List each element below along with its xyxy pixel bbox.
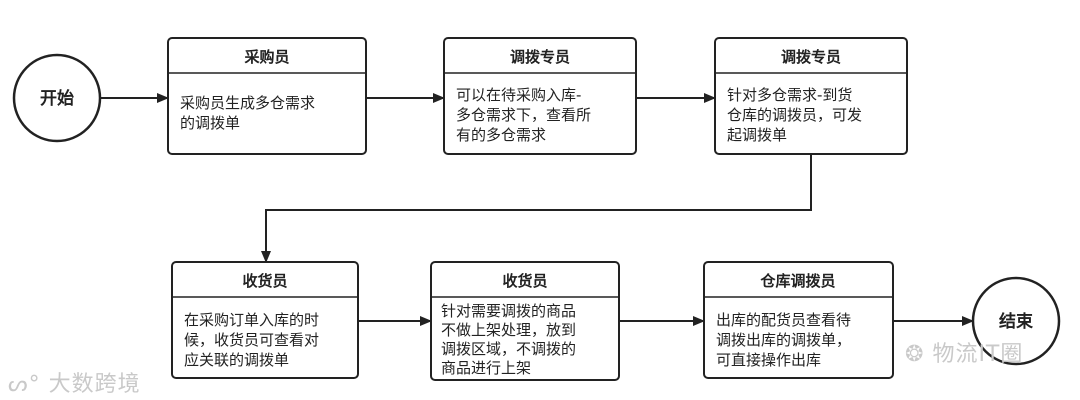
box-text-line: 出库的配货员查看待 [716,311,851,329]
watermark-left: ᔕ° 大数跨境 [8,366,141,398]
box-text-line: 应关联的调拨单 [184,351,289,369]
box-title: 调拨专员 [510,48,570,66]
box-text-line: 可直接操作出库 [716,351,821,369]
start-node: 开始 [12,53,102,143]
process-box-receiver-2: 收货员 针对需要调拨的商品 不做上架处理，放到 调拨区域，不调拨的 商品进行上架 [430,261,620,381]
watermark-right-text: 物流IT圈 [932,342,1024,367]
box-text-line: 在采购订单入库的时 [184,311,319,329]
box-text-line: 商品进行上架 [441,359,531,377]
box-text-line: 候，收货员可查看对 [184,331,319,349]
box-text-line: 调拨出库的调拨单， [716,331,851,349]
arrow-specialist-2-to-receiver-1 [261,154,812,263]
box-text-line: 有的多仓需求 [456,126,546,144]
box-text-line: 仓库的调拨员，可发 [727,106,862,124]
box-title: 收货员 [242,272,287,290]
end-label: 结束 [999,311,1033,332]
box-title: 收货员 [502,272,547,290]
wechat-icon: ❂ [905,342,925,367]
connectors [100,93,974,326]
box-text-line: 多仓需求下，查看所 [456,106,591,124]
start-label: 开始 [40,88,74,109]
box-text-line: 针对多仓需求-到货 [727,86,852,104]
box-text-line: 针对需要调拨的商品 [441,302,576,320]
process-box-specialist-1: 调拨专员 可以在待采购入库- 多仓需求下，查看所 有的多仓需求 [443,37,637,155]
box-text-line: 采购员生成多仓需求 [180,94,315,112]
box-text-line: 可以在待采购入库- [456,86,581,104]
watermark-right: ❂ 物流IT圈 [905,336,1023,368]
box-text-line: 调拨区域，不调拨的 [441,340,576,358]
process-box-specialist-2: 调拨专员 针对多仓需求-到货 仓库的调拨员，可发 起调拨单 [714,37,908,155]
box-title: 调拨专员 [781,48,841,66]
watermark-left-text: 大数跨境 [48,372,141,397]
process-box-receiver-1: 收货员 在采购订单入库的时 候，收货员可查看对 应关联的调拨单 [171,261,359,379]
weibo-icon: ᔕ° [8,372,41,397]
process-box-purchaser: 采购员 采购员生成多仓需求 的调拨单 [167,37,367,155]
box-text-line: 的调拨单 [180,114,240,132]
box-title: 仓库调拨员 [759,272,835,290]
box-title: 采购员 [243,48,289,66]
process-box-dispatcher: 仓库调拨员 出库的配货员查看待 调拨出库的调拨单， 可直接操作出库 [703,261,894,379]
box-text-line: 不做上架处理，放到 [441,321,576,339]
box-text-line: 起调拨单 [727,126,787,144]
